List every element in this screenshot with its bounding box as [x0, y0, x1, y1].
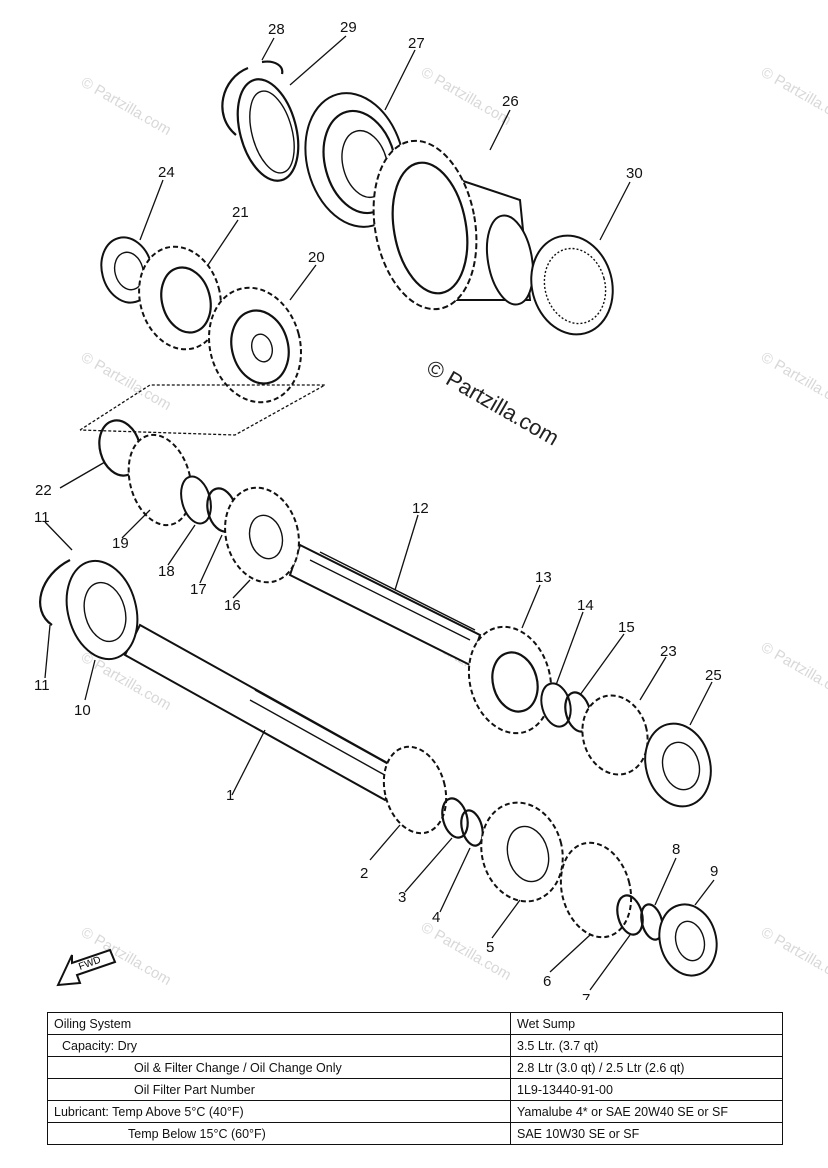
forward-arrow-icon: FWD — [56, 948, 117, 987]
spec-label: Oil Filter Part Number — [47, 1078, 511, 1101]
callout-1: 1 — [226, 787, 234, 804]
transmission-exploded-diagram: © Partzilla.com © Partzilla.com © Partzi… — [34, 19, 828, 1000]
part-25-bearing — [644, 722, 712, 808]
spec-label: Temp Below 15°C (60°F) — [47, 1122, 511, 1145]
callout-27: 27 — [408, 35, 425, 52]
callout-7: 7 — [582, 991, 590, 1000]
watermark-text: © Partzilla.com — [418, 64, 514, 129]
part-8-clip — [640, 903, 664, 941]
callout-30: 30 — [626, 165, 643, 182]
watermark-text: © Partzilla.com — [78, 74, 174, 139]
part-6-gear — [559, 841, 633, 939]
leader-lines — [44, 35, 715, 991]
table-row: Oiling System Wet Sump — [47, 1012, 783, 1035]
part-29-ring — [236, 78, 300, 182]
part-2-gear — [382, 745, 448, 835]
callout-12: 12 — [412, 500, 429, 517]
spec-value: Yamalube 4* or SAE 20W40 SE or SF — [510, 1100, 783, 1123]
table-row: Temp Below 15°C (60°F) SAE 10W30 SE or S… — [47, 1122, 783, 1145]
callout-20: 20 — [308, 249, 325, 266]
callout-5: 5 — [486, 939, 494, 956]
callout-24: 24 — [158, 164, 175, 181]
spec-value: 1L9-13440-91-00 — [510, 1078, 783, 1101]
spec-value: 2.8 Ltr (3.0 qt) / 2.5 Ltr (2.6 qt) — [510, 1056, 783, 1079]
watermark-text: © Partzilla.com — [758, 639, 828, 704]
watermark-text: © Partzilla.com — [758, 349, 828, 414]
callout-29: 29 — [340, 19, 357, 36]
callout-22: 22 — [35, 482, 52, 499]
table-row: Oil & Filter Change / Oil Change Only 2.… — [47, 1056, 783, 1079]
group-bracket — [79, 384, 328, 436]
watermark-text: © Partzilla.com — [758, 924, 828, 989]
part-23-gear — [581, 694, 649, 776]
part-26-gear-sleeve — [372, 139, 535, 311]
part-4-clip — [460, 809, 484, 847]
table-row: Oil Filter Part Number 1L9-13440-91-00 — [47, 1078, 783, 1101]
callout-14: 14 — [577, 597, 594, 614]
part-10-bearing — [65, 559, 139, 661]
callout-28: 28 — [268, 21, 285, 38]
callout-11-bottom: 11 — [34, 677, 50, 694]
part-13-gear — [467, 625, 553, 735]
watermark-text: © Partzilla.com — [78, 349, 174, 414]
part-28-circlip — [221, 60, 284, 136]
watermark-main: © Partzilla.com — [423, 355, 564, 451]
part-9-bearing — [658, 903, 718, 977]
table-row: Capacity: Dry 3.5 Ltr. (3.7 qt) — [47, 1034, 783, 1057]
part-30-needle-bearing — [530, 234, 614, 336]
callout-18: 18 — [158, 563, 175, 580]
callout-labels: 28 29 27 26 24 21 20 30 22 11 12 19 18 1… — [34, 19, 722, 1000]
callout-25: 25 — [705, 667, 722, 684]
callout-13: 13 — [535, 569, 552, 586]
callout-11-top: 11 — [34, 509, 50, 526]
callout-3: 3 — [398, 889, 406, 906]
callout-2: 2 — [360, 865, 368, 882]
callout-21: 21 — [232, 204, 249, 221]
callout-26: 26 — [502, 93, 519, 110]
spec-value: 3.5 Ltr. (3.7 qt) — [510, 1034, 783, 1057]
part-19-gear — [127, 433, 193, 527]
callout-9: 9 — [710, 863, 718, 880]
part-5-gear — [480, 801, 564, 903]
callout-16: 16 — [224, 597, 241, 614]
part-16-gear — [224, 486, 300, 584]
part-21-gear — [138, 245, 222, 351]
spec-label: Oiling System — [47, 1012, 511, 1035]
part-12-shaft — [288, 543, 482, 667]
spec-label: Lubricant: Temp Above 5°C (40°F) — [47, 1100, 511, 1123]
callout-6: 6 — [543, 973, 551, 990]
callout-17: 17 — [190, 581, 207, 598]
table-row: Lubricant: Temp Above 5°C (40°F) Yamalub… — [47, 1100, 783, 1123]
part-14-bushing — [540, 682, 572, 728]
spec-value: SAE 10W30 SE or SF — [510, 1122, 783, 1145]
watermark-text: © Partzilla.com — [758, 64, 828, 129]
part-11-circlip — [39, 559, 71, 626]
spec-value: Wet Sump — [510, 1012, 783, 1035]
oil-spec-table: Oiling System Wet Sump Capacity: Dry 3.5… — [47, 1012, 783, 1145]
callout-4: 4 — [432, 909, 440, 926]
part-20-gear — [208, 286, 302, 404]
callout-23: 23 — [660, 643, 677, 660]
callout-19: 19 — [112, 535, 129, 552]
callout-8: 8 — [672, 841, 680, 858]
part-3-washer — [441, 797, 469, 839]
spec-label: Capacity: Dry — [47, 1034, 511, 1057]
callout-15: 15 — [618, 619, 635, 636]
callout-10: 10 — [74, 702, 91, 719]
spec-label: Oil & Filter Change / Oil Change Only — [47, 1056, 511, 1079]
